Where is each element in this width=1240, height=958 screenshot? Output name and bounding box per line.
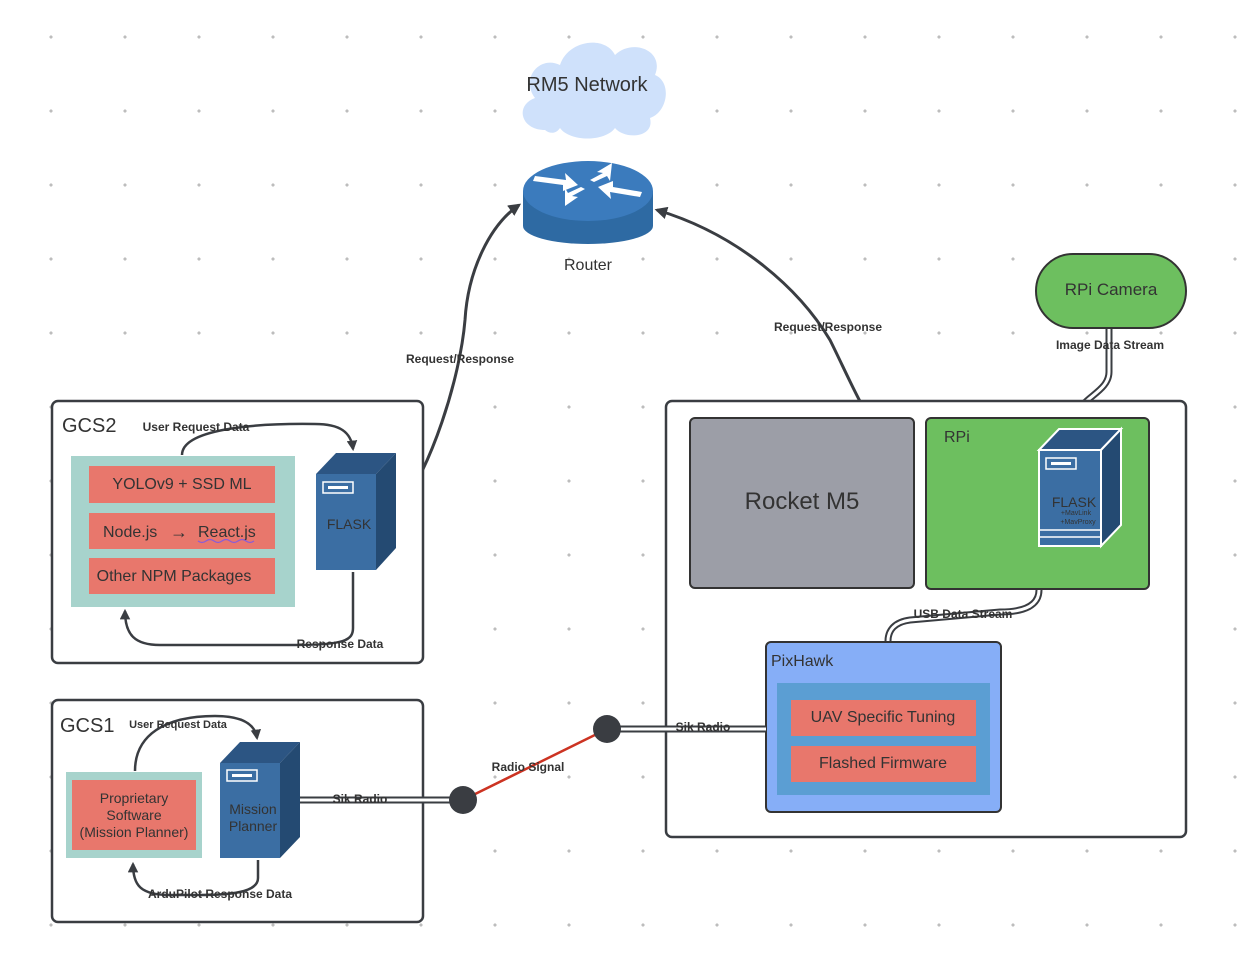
gcs2-response-arrow bbox=[119, 572, 355, 647]
radio-node-right bbox=[593, 715, 621, 743]
radio-node-left bbox=[449, 786, 477, 814]
gcs2-item-yolo-text: YOLOv9 + SSD ML bbox=[112, 476, 251, 493]
radio-signal-line bbox=[462, 727, 608, 802]
link-gcs2-router-label: Request/Response bbox=[406, 352, 514, 366]
router-arrows-icon bbox=[533, 163, 642, 206]
rocket-m5-box bbox=[689, 417, 915, 589]
gcs1-request-label: User Request Data bbox=[129, 719, 228, 731]
router-top bbox=[523, 161, 653, 221]
gcs2-flask-server: FLASK bbox=[316, 453, 396, 570]
camera-stream-label: Image Data Stream bbox=[1056, 338, 1164, 352]
gcs2-item-yolo bbox=[89, 466, 275, 503]
uav-group: Rocket M5 RPi FLASK +MavLink +MavProxy U… bbox=[664, 399, 1188, 839]
gcs2-title: GCS2 bbox=[62, 415, 116, 437]
sik-left-label: Sik Radio bbox=[333, 792, 388, 806]
gcs1-server-line-2: Planner bbox=[229, 818, 278, 834]
router: Router bbox=[523, 161, 653, 274]
gcs1-title: GCS1 bbox=[60, 715, 114, 737]
gcs2-item-react-text: React.js bbox=[198, 524, 256, 541]
gcs2-request-label: User Request Data bbox=[143, 420, 250, 434]
sik-right-label: Sik Radio bbox=[676, 720, 731, 734]
gcs2-response-label: Response Data bbox=[297, 637, 384, 651]
camera-pill bbox=[1035, 253, 1187, 329]
rpi-flask-server: FLASK +MavLink +MavProxy bbox=[1036, 426, 1124, 549]
link-gcs2-router bbox=[398, 203, 522, 510]
rpi-flask-label: FLASK bbox=[1052, 494, 1097, 510]
pixhawk-item-tuning bbox=[791, 700, 976, 736]
gcs2-request-arrow bbox=[180, 422, 358, 456]
cloud-label: RM5 Network bbox=[526, 74, 648, 96]
gcs2-item-node bbox=[89, 513, 275, 549]
server-drive-icon bbox=[322, 481, 354, 494]
gcs2-item-npm bbox=[89, 558, 275, 594]
cloud-shape bbox=[522, 42, 666, 139]
pixhawk-item-firmware-text: Flashed Firmware bbox=[819, 755, 947, 772]
gcs1-software-line-3: (Mission Planner) bbox=[80, 824, 189, 840]
react-underline bbox=[197, 538, 255, 544]
gcs1-software-line-2: Software bbox=[106, 807, 161, 823]
gcs2-item-node-text: Node.js bbox=[103, 524, 157, 541]
rpi-flask-sub-1: +MavLink bbox=[1061, 510, 1092, 517]
gcs2-group: GCS2 YOLOv9 + SSD ML Node.js → React.js … bbox=[50, 399, 425, 665]
rocket-m5-label: Rocket M5 bbox=[745, 488, 860, 515]
gcs2-item-arrow-text: → bbox=[170, 522, 188, 542]
usb-stream-label: USB Data Stream bbox=[914, 607, 1013, 621]
rpi-label: RPi bbox=[944, 429, 970, 446]
gcs2-server-label: FLASK bbox=[327, 516, 372, 532]
gcs1-response-arrow bbox=[127, 860, 260, 897]
link-router-rpi-label: Request/Response bbox=[774, 320, 882, 334]
gcs1-response-label: ArduPilot Response Data bbox=[148, 887, 292, 901]
pixhawk-label: PixHawk bbox=[771, 653, 834, 670]
gcs1-server-line-1: Mission bbox=[229, 801, 276, 817]
gcs1-mission-planner-server: Mission Planner bbox=[220, 742, 300, 858]
camera-label: RPi Camera bbox=[1065, 280, 1158, 299]
rm5-network-cloud: RM5 Network bbox=[522, 42, 666, 139]
radio-signal-label: Radio Signal bbox=[492, 760, 565, 774]
rpi-flask-sub-2: +MavProxy bbox=[1060, 519, 1096, 526]
pixhawk-item-firmware bbox=[791, 746, 976, 782]
pixhawk-item-tuning-text: UAV Specific Tuning bbox=[811, 709, 956, 726]
server-drive-icon bbox=[226, 769, 258, 782]
gcs1-group: GCS1 Proprietary Software (Mission Plann… bbox=[50, 698, 425, 924]
router-label: Router bbox=[564, 257, 613, 274]
rpi-camera: RPi Camera bbox=[1035, 253, 1187, 329]
gcs2-item-npm-text: Other NPM Packages bbox=[97, 568, 252, 585]
gcs1-software-box bbox=[72, 780, 196, 850]
usb-stream-line-inner bbox=[886, 589, 1041, 642]
server-drive-icon bbox=[1045, 457, 1077, 470]
gcs1-request-arrow bbox=[133, 714, 262, 772]
gcs1-software-line-1: Proprietary bbox=[100, 790, 168, 806]
